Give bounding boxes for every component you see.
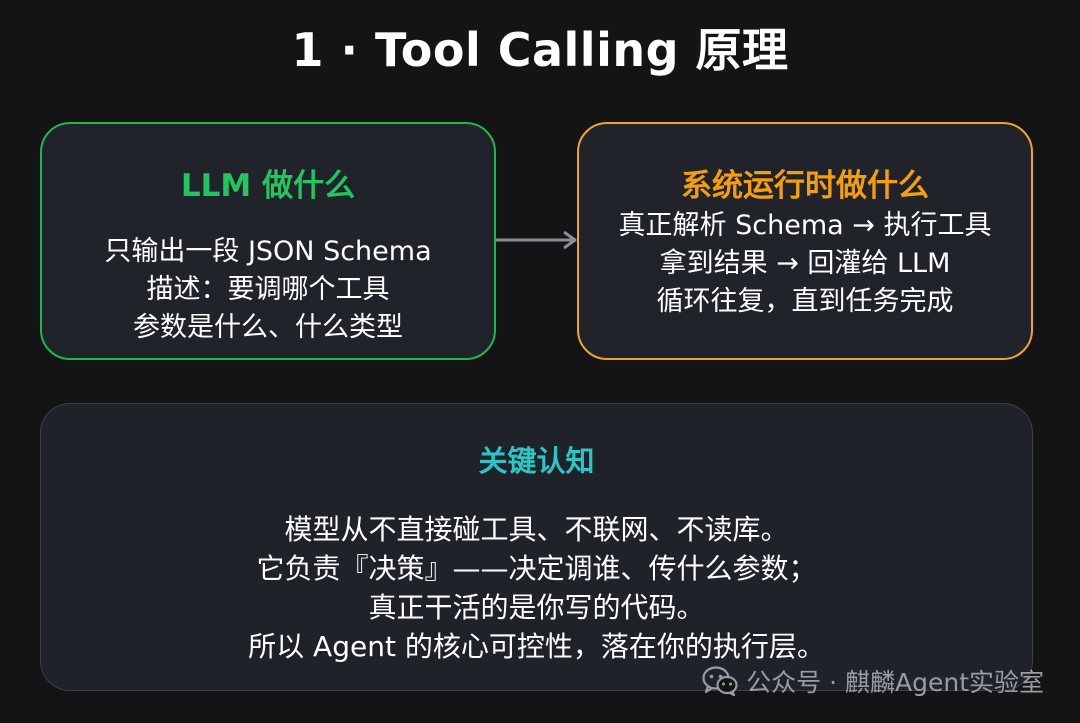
llm-box-line: 描述：要调哪个工具 [146, 274, 390, 305]
key-insight-line: 所以 Agent 的核心可控性，落在你的执行层。 [248, 630, 825, 663]
key-insight-heading: 关键认知 [478, 444, 595, 478]
runtime-box-heading: 系统运行时做什么 [681, 168, 929, 204]
llm-box-heading: LLM 做什么 [180, 168, 356, 204]
runtime-box-line: 拿到结果 → 回灌给 LLM [659, 248, 951, 279]
key-insight-line: 模型从不直接碰工具、不联网、不读库。 [284, 513, 789, 546]
runtime-box: 系统运行时做什么 真正解析 Schema → 执行工具 拿到结果 → 回灌给 L… [577, 122, 1033, 360]
runtime-box-body: 真正解析 Schema → 执行工具 拿到结果 → 回灌给 LLM 循环往复，直… [579, 207, 1031, 321]
arrow-right-icon [496, 230, 577, 250]
key-insight-line: 它负责『决策』——决定调谁、传什么参数； [256, 552, 817, 585]
runtime-box-line: 循环往复，直到任务完成 [656, 286, 954, 317]
wechat-icon [702, 666, 738, 696]
watermark: 公众号 · 麒麟Agent实验室 [702, 661, 1044, 701]
llm-box-line: 只输出一段 JSON Schema [104, 236, 432, 267]
runtime-box-line: 真正解析 Schema → 执行工具 [618, 210, 992, 241]
key-insight-box: 关键认知 模型从不直接碰工具、不联网、不读库。 它负责『决策』——决定调谁、传什… [40, 403, 1033, 691]
llm-box: LLM 做什么 只输出一段 JSON Schema 描述：要调哪个工具 参数是什… [40, 122, 496, 360]
key-insight-body: 模型从不直接碰工具、不联网、不读库。 它负责『决策』——决定调谁、传什么参数； … [41, 510, 1032, 666]
llm-box-body: 只输出一段 JSON Schema 描述：要调哪个工具 参数是什么、什么类型 [42, 233, 494, 347]
watermark-text: 公众号 · 麒麟Agent实验室 [746, 668, 1044, 697]
key-insight-line: 真正干活的是你写的代码。 [368, 591, 705, 624]
llm-box-line: 参数是什么、什么类型 [133, 312, 403, 343]
page-title: 1 · Tool Calling 原理 [291, 23, 789, 77]
